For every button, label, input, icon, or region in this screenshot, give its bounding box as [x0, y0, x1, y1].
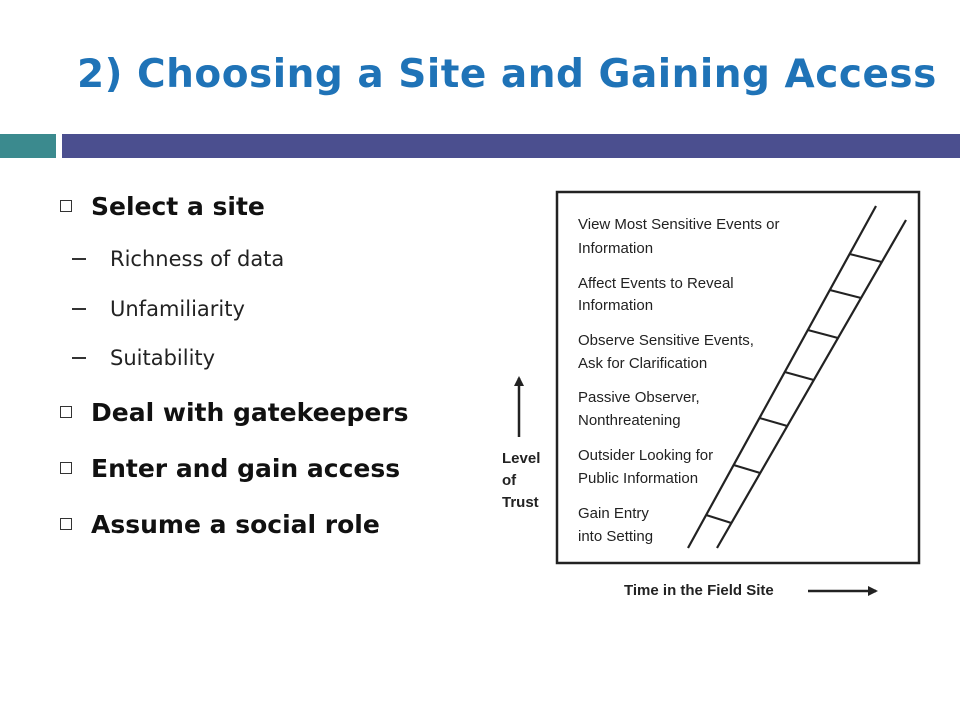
- stage-label-line: Gain Entry: [578, 505, 649, 522]
- stage-label-line: Outsider Looking for: [578, 447, 713, 464]
- bullet-label: Assume a social role: [91, 509, 380, 539]
- square-bullet-icon: [60, 518, 72, 530]
- sub-bullet-richness: Richness of data: [72, 244, 284, 274]
- bullet-social-role: Assume a social role: [60, 504, 380, 544]
- ladder-rung: [705, 514, 732, 524]
- dash-bullet-icon: [72, 258, 86, 260]
- title-accent-bar: [0, 134, 56, 158]
- ladder-rungs: [705, 253, 883, 524]
- stage-label-line: Affect Events to Reveal: [578, 275, 734, 292]
- ladder-rung: [759, 417, 788, 427]
- dash-bullet-icon: [72, 308, 86, 310]
- ladder-rung: [807, 329, 839, 339]
- y-axis-label-line: Trust: [502, 494, 539, 511]
- slide-title: 2) Choosing a Site and Gaining Access: [77, 52, 937, 97]
- x-axis-label: Time in the Field Site: [624, 582, 774, 599]
- stage-label-line: Public Information: [578, 470, 698, 487]
- bullet-select-site: Select a site: [60, 186, 265, 226]
- stage-label-line: View Most Sensitive Events or: [578, 216, 779, 233]
- bullet-label: Select a site: [91, 191, 265, 221]
- stage-label-line: Ask for Clarification: [578, 355, 707, 372]
- stage-labels: View Most Sensitive Events or Informatio…: [578, 216, 779, 545]
- ladder-rung: [849, 253, 883, 263]
- bullet-label: Enter and gain access: [91, 453, 401, 483]
- sub-bullet-unfamiliarity: Unfamiliarity: [72, 294, 245, 324]
- dash-bullet-icon: [72, 357, 86, 359]
- diagram-frame: [555, 190, 921, 565]
- sub-bullet-suitability: Suitability: [72, 343, 215, 373]
- bullet-label: Deal with gatekeepers: [91, 397, 409, 427]
- ladder-rung: [784, 371, 815, 381]
- sub-bullet-label: Richness of data: [110, 247, 285, 271]
- stage-label-line: Passive Observer,: [578, 389, 700, 406]
- bullet-gatekeepers: Deal with gatekeepers: [60, 392, 409, 432]
- y-axis-label-line: Level: [502, 450, 540, 467]
- ladder-rung: [733, 464, 761, 474]
- sub-bullet-label: Suitability: [110, 346, 216, 370]
- title-divider-bar: [62, 134, 960, 158]
- ladder-rail-left: [687, 205, 877, 549]
- stage-label-line: Nonthreatening: [578, 412, 681, 429]
- square-bullet-icon: [60, 200, 72, 212]
- y-axis-label-line: of: [502, 472, 517, 489]
- square-bullet-icon: [60, 406, 72, 418]
- stage-label-line: Information: [578, 240, 653, 257]
- stage-label-line: into Setting: [578, 528, 653, 545]
- bullet-enter-access: Enter and gain access: [60, 448, 400, 488]
- stage-label-line: Information: [578, 297, 653, 314]
- ladder-rail-right: [716, 219, 907, 549]
- square-bullet-icon: [60, 462, 72, 474]
- stage-label-line: Observe Sensitive Events,: [578, 332, 754, 349]
- sub-bullet-label: Unfamiliarity: [110, 297, 245, 321]
- ladder-rung: [829, 289, 862, 299]
